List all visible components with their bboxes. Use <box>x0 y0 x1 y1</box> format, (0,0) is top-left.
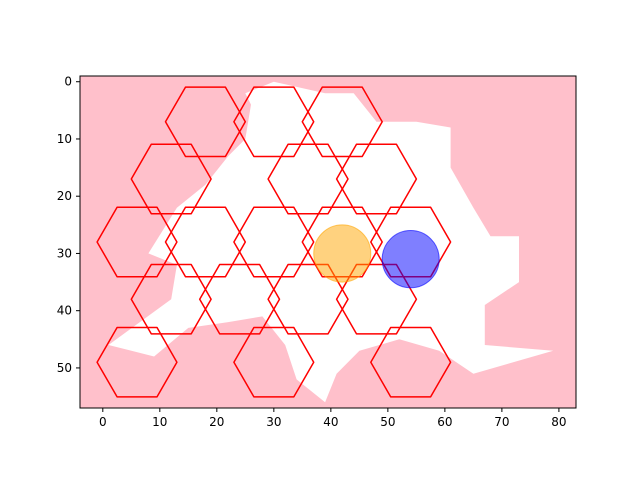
hexagon-cell <box>164 206 247 278</box>
orange-circle <box>313 224 372 283</box>
x-tick-label: 60 <box>437 415 452 429</box>
y-tick-label: 20 <box>57 189 72 203</box>
x-tick-label: 70 <box>494 415 509 429</box>
hexagon-cell <box>301 206 383 278</box>
hexagon-cell <box>301 86 383 158</box>
hexagon-cell <box>96 206 178 278</box>
y-tick-label: 10 <box>57 132 72 146</box>
blue-circle <box>381 230 440 289</box>
hexagon-cell <box>198 263 281 335</box>
hexagon-cell <box>96 326 178 398</box>
axes-frame <box>79 75 577 409</box>
y-tick-label: 30 <box>57 246 72 260</box>
hexagon-cell <box>130 143 212 215</box>
x-tick-label: 50 <box>380 415 395 429</box>
x-tick-label: 20 <box>209 415 224 429</box>
x-tick-label: 10 <box>152 415 167 429</box>
hexagon-cell <box>130 263 212 335</box>
x-tick-label: 80 <box>551 415 566 429</box>
hexagon-cell <box>335 143 418 215</box>
y-tick-label: 40 <box>57 304 72 318</box>
hexagon-cell <box>233 326 315 398</box>
hexagon-cell <box>267 143 349 215</box>
y-tick-label: 0 <box>64 75 72 89</box>
hexagon-cell <box>370 326 452 398</box>
hexagon-cell <box>233 206 315 278</box>
hexagon-cell <box>233 86 315 158</box>
x-tick-label: 40 <box>323 415 338 429</box>
y-tick-label: 50 <box>57 361 72 375</box>
x-tick-label: 0 <box>99 415 107 429</box>
hexagon-cell <box>164 86 247 158</box>
x-tick-label: 30 <box>266 415 281 429</box>
